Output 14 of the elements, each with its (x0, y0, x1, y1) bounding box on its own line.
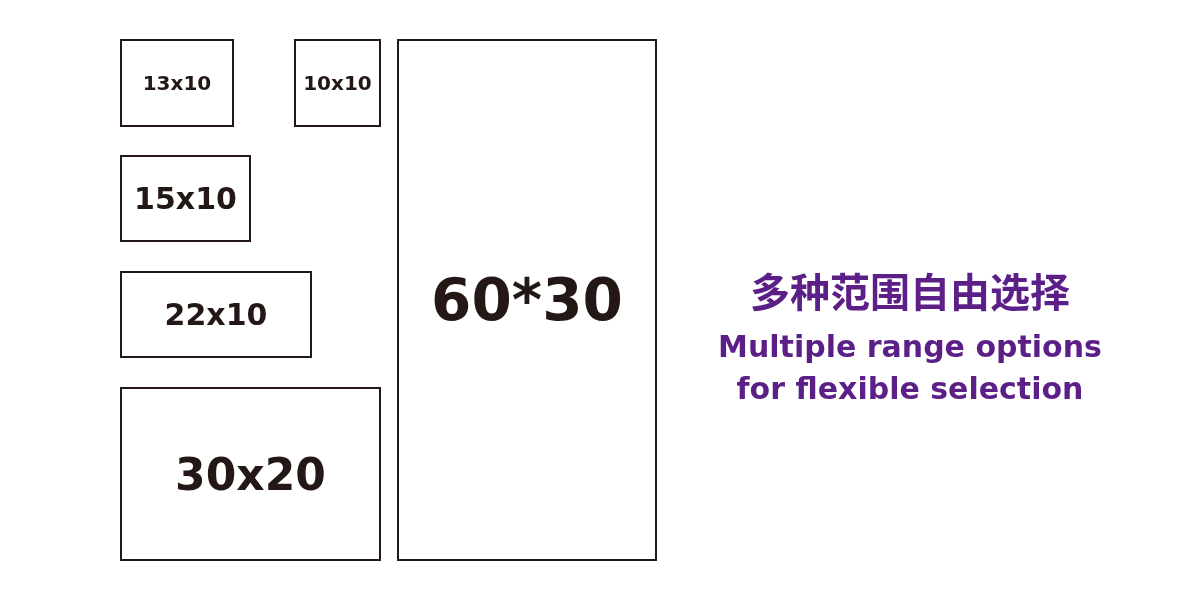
size-box (120, 387, 381, 561)
size-box (397, 39, 657, 561)
size-box (294, 39, 381, 127)
subheading: Multiple range options for flexible selection (717, 328, 1103, 408)
size-label: 15x10 (134, 181, 237, 216)
size-label: 22x10 (164, 297, 268, 332)
size-label: 13x10 (142, 71, 212, 95)
size-label: 10x10 (303, 71, 372, 95)
size-label: 60*30 (431, 266, 623, 334)
size-label: 30x20 (175, 448, 326, 500)
size-box (120, 39, 234, 127)
size-box (120, 155, 251, 242)
size-box (120, 271, 312, 358)
heading: 多种范围自由选择 (749, 262, 1071, 318)
